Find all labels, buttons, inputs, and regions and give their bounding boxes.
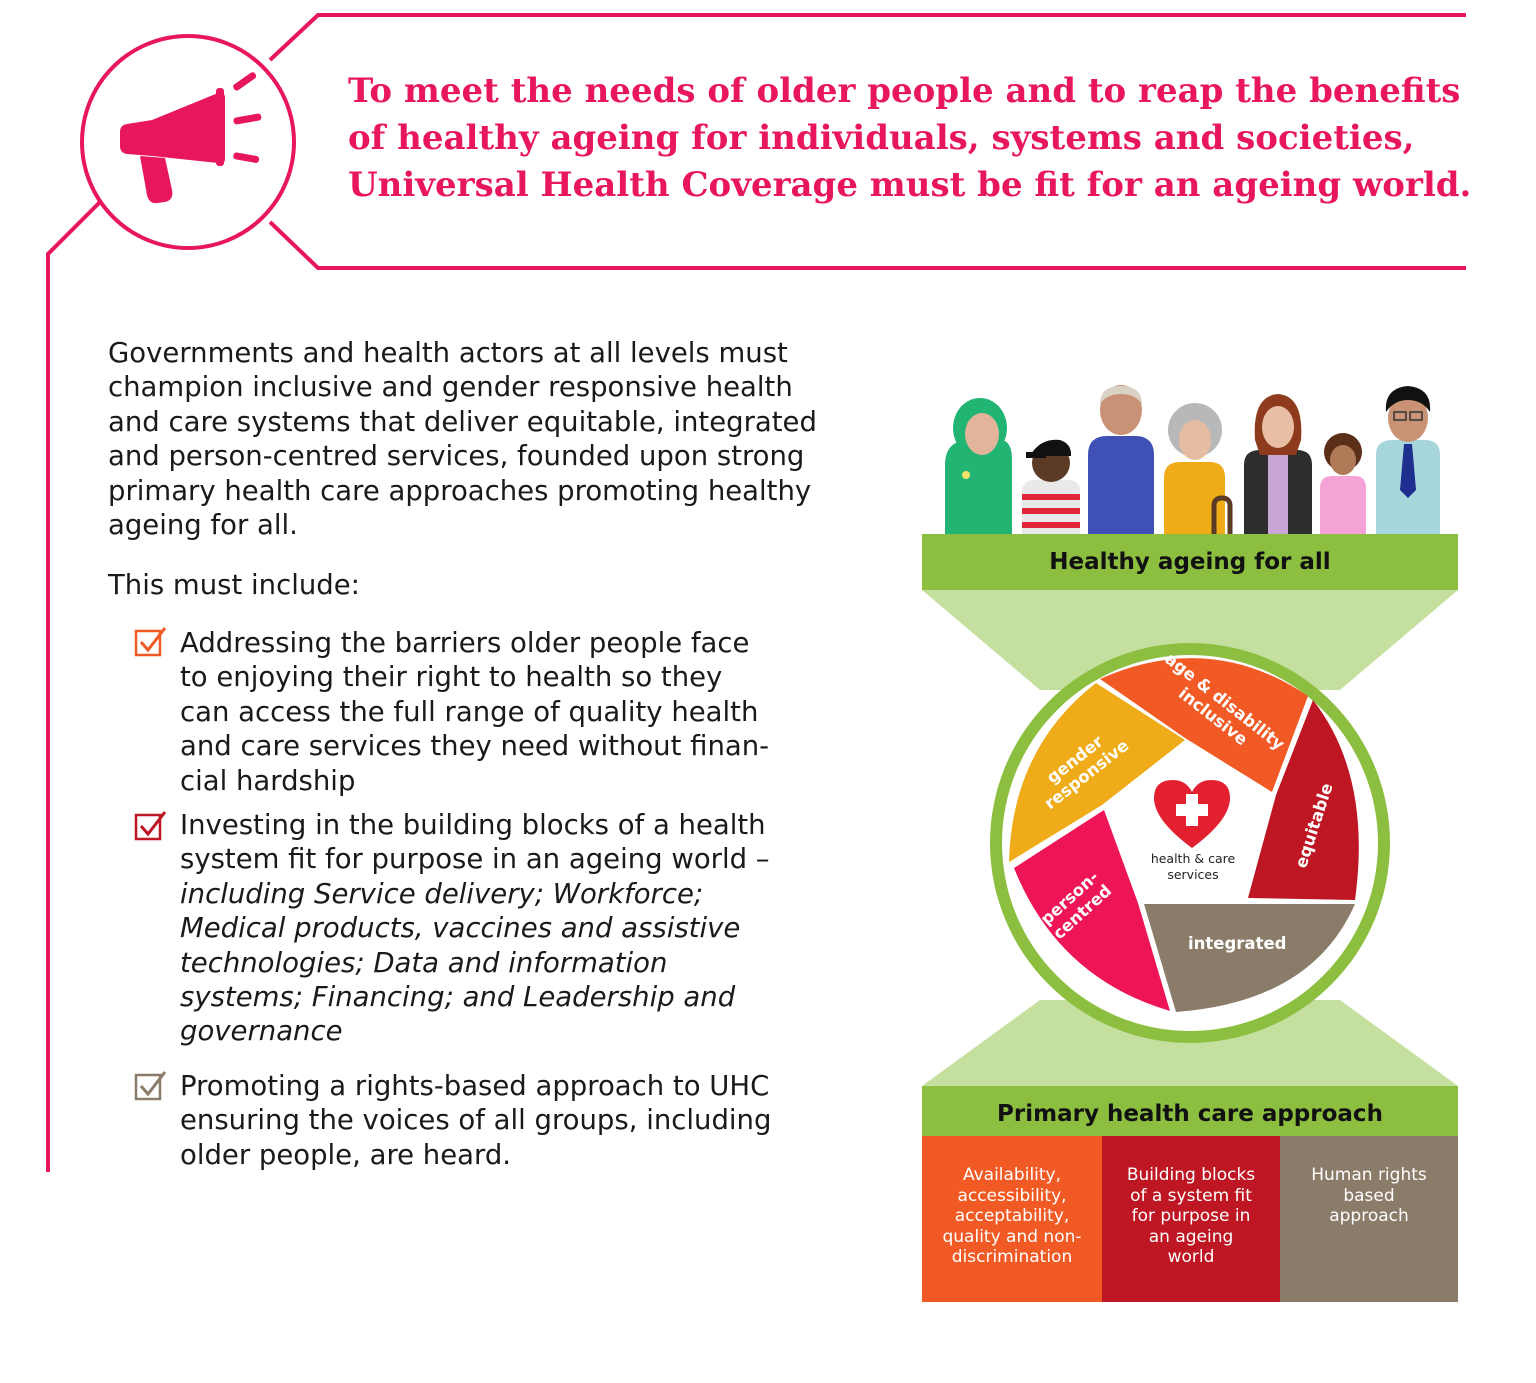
- list-item-line: Investing in the building blocks of a he…: [180, 809, 766, 841]
- intro-line: primary health care approaches promoting…: [108, 474, 812, 507]
- intro-paragraph: Governments and health actors at all lev…: [108, 336, 868, 542]
- cell-line: an ageing: [1148, 1226, 1234, 1247]
- list-item-line: Addressing the barriers older people fac…: [180, 627, 750, 659]
- must-include-heading: This must include:: [108, 569, 360, 601]
- list-item: Investing in the building blocks of a he…: [180, 808, 830, 1049]
- center-label: health & care services: [1140, 851, 1246, 883]
- headline-line: Universal Health Coverage must be fit fo…: [348, 165, 1472, 205]
- checkbox-icon: [134, 627, 167, 657]
- ageing-diagram: [922, 385, 1458, 1086]
- cell-line: for purpose in: [1131, 1206, 1251, 1226]
- approach-cell-building-blocks: Building blocks of a system fit for purp…: [1102, 1136, 1280, 1302]
- heart-cross-icon: [1154, 780, 1230, 848]
- list-item: Promoting a rights-based approach to UHC…: [180, 1069, 830, 1172]
- cell-line: Human rights: [1311, 1165, 1427, 1185]
- list-item-line: system fit for purpose in an ageing worl…: [180, 843, 770, 876]
- cell-line: quality and non-: [942, 1226, 1082, 1247]
- approach-cell-human-rights: Human rights based approach: [1280, 1136, 1458, 1302]
- list-item-line: cial hardship: [180, 764, 356, 797]
- approach-cell-availability: Availability, accessibility, acceptabili…: [922, 1136, 1102, 1302]
- list-item-line: and care services they need without fina…: [180, 730, 770, 763]
- intro-line: and care systems that deliver equitable,…: [108, 405, 817, 438]
- people-illustration: [945, 385, 1440, 534]
- headline-line: of healthy ageing for individuals, syste…: [348, 118, 1415, 158]
- headline: To meet the needs of older people and to…: [348, 68, 1478, 209]
- cell-line: Availability,: [962, 1165, 1062, 1185]
- list-item-line: Promoting a rights-based approach to UHC: [180, 1070, 770, 1102]
- headline-line: To meet the needs of older people and to…: [348, 71, 1461, 111]
- healthy-ageing-bar: Healthy ageing for all: [922, 534, 1458, 590]
- cell-line: discrimination: [951, 1247, 1073, 1267]
- list-item-line: technologies; Data and information: [180, 946, 668, 979]
- cell-line: based: [1343, 1185, 1395, 1206]
- intro-line: champion inclusive and gender responsive…: [108, 371, 793, 404]
- list-item-line: Medical products, vaccines and assistive: [180, 912, 741, 945]
- intro-line: Governments and health actors at all lev…: [108, 337, 788, 369]
- cell-line: accessibility,: [957, 1185, 1067, 1206]
- list-item-line: ensuring the voices of all groups, inclu…: [180, 1104, 772, 1137]
- list-item-line: governance: [180, 1015, 343, 1048]
- list-item-line: can access the full range of quality hea…: [180, 695, 759, 728]
- segment-label-integrated: integrated: [1188, 934, 1287, 953]
- cell-line: world: [1167, 1247, 1215, 1267]
- list-item-line: to enjoying their right to health so the…: [180, 661, 723, 694]
- intro-line: ageing for all.: [108, 509, 298, 542]
- cell-line: approach: [1329, 1206, 1409, 1226]
- list-item-line: older people, are heard.: [180, 1138, 512, 1171]
- list-item-line: systems; Financing; and Leadership and: [180, 981, 736, 1014]
- intro-line: and person-centred services, founded upo…: [108, 440, 805, 473]
- list-item-line: including Service delivery; Workforce;: [180, 877, 704, 910]
- center-label-line: services: [1167, 867, 1219, 882]
- cell-line: Building blocks: [1126, 1165, 1256, 1185]
- center-label-line: health & care: [1150, 851, 1236, 866]
- list-item: Addressing the barriers older people fac…: [180, 626, 830, 798]
- checkbox-icon: [134, 811, 167, 841]
- cell-line: of a system fit: [1130, 1185, 1252, 1206]
- checkbox-icon: [134, 1071, 167, 1101]
- megaphone-icon: [120, 72, 262, 204]
- cell-line: acceptability,: [954, 1206, 1070, 1226]
- primary-care-bar: Primary health care approach: [922, 1086, 1458, 1142]
